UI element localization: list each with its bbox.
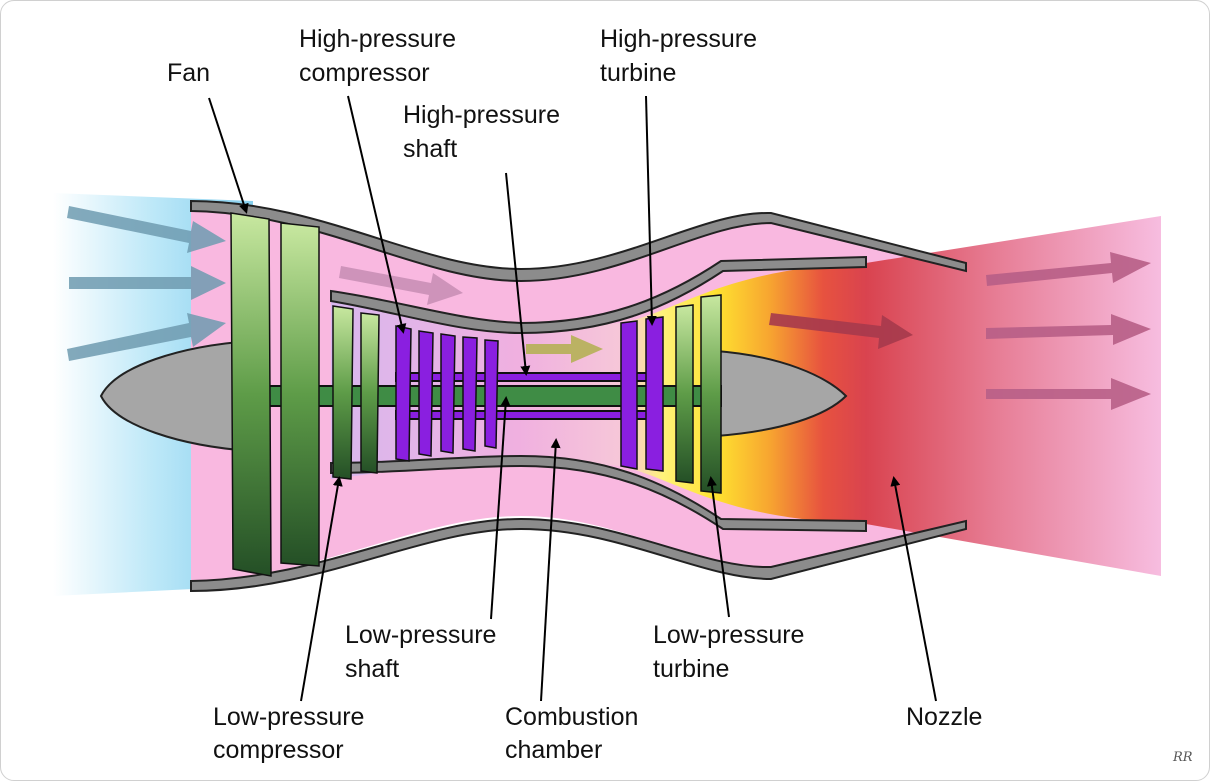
label-hp-shaft-line1: High-pressure <box>403 101 560 129</box>
exhaust-arrows <box>769 252 1151 410</box>
lp-compressor-blades <box>332 305 380 480</box>
nacelle-bottom <box>190 517 967 593</box>
label-hp-turbine-line1: High-pressure <box>600 25 757 53</box>
label-combustion-line1: Combustion <box>505 703 638 731</box>
core-casing-bottom <box>330 454 867 533</box>
label-lp-turbine-line1: Low-pressure <box>653 621 804 649</box>
bypass-arrow <box>339 266 463 305</box>
hp-shaft <box>395 372 657 382</box>
hp-turbine-blades <box>620 316 664 472</box>
label-lp-compressor-line1: Low-pressure <box>213 703 364 731</box>
label-hp-compressor-line2: compressor <box>299 59 430 87</box>
label-combustion-line2: chamber <box>505 736 602 764</box>
tail-cone <box>715 349 848 438</box>
leader-lines <box>208 95 937 702</box>
hp-shaft-lower <box>395 410 657 420</box>
label-lp-turbine-line2: turbine <box>653 655 729 683</box>
core-casing-top <box>330 255 867 335</box>
label-hp-compressor-line1: High-pressure <box>299 25 456 53</box>
core-arrow <box>526 335 603 363</box>
label-hp-turbine-line2: turbine <box>600 59 676 87</box>
label-lp-compressor-line2: compressor <box>213 736 344 764</box>
label-fan: Fan <box>167 59 210 87</box>
intake-arrows <box>67 206 226 361</box>
fan-blades <box>230 212 320 577</box>
spinner-cone <box>99 339 252 453</box>
label-nozzle: Nozzle <box>906 703 982 731</box>
nacelle-top <box>190 199 967 283</box>
label-lp-shaft-line2: shaft <box>345 655 399 683</box>
label-lp-shaft-line1: Low-pressure <box>345 621 496 649</box>
label-hp-shaft-line2: shaft <box>403 135 457 163</box>
hp-compressor-blades <box>395 325 499 462</box>
signature: RR <box>1172 750 1193 765</box>
lp-turbine-blades <box>675 294 722 494</box>
